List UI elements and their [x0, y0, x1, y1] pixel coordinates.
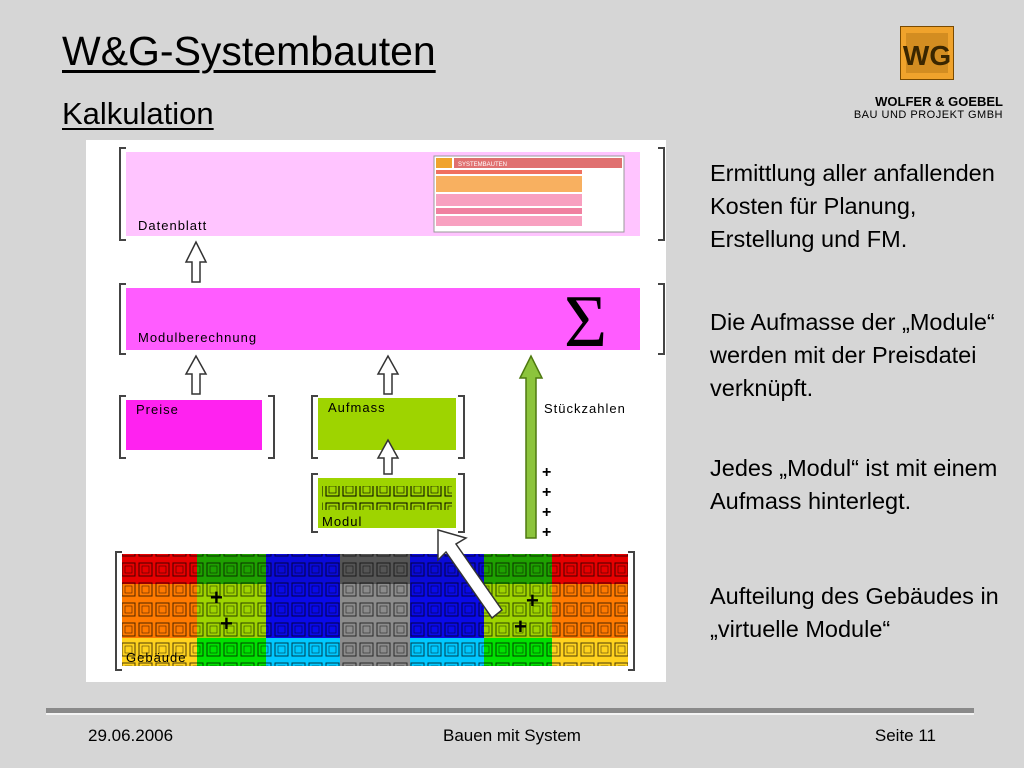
footer-page-number: Seite 11 — [874, 726, 936, 745]
footer-center-text: Bauen mit System — [443, 726, 581, 745]
stueckzahlen-label: Stückzahlen — [544, 401, 626, 416]
aufmass-label: Aufmass — [328, 400, 386, 415]
company-name: WOLFER & GOEBEL — [875, 94, 1003, 109]
svg-text:+: + — [542, 504, 551, 521]
preise-label: Preise — [136, 402, 179, 417]
modul-label: Modul — [322, 514, 362, 529]
svg-text:+: + — [542, 524, 551, 541]
calculation-diagram: Datenblatt SYSTEMBAUTEN Modulberechnung … — [86, 140, 666, 682]
modulberechnung-label: Modulberechnung — [138, 330, 257, 345]
aufmass-block: Aufmass — [311, 395, 465, 459]
datenblatt-block: Datenblatt SYSTEMBAUTEN — [119, 147, 665, 241]
svg-text:+: + — [542, 484, 551, 501]
arrow-up-aufmass — [376, 438, 400, 475]
modul-block: Modul — [311, 473, 465, 533]
page-title: W&G-Systembauten — [62, 28, 436, 74]
text-cost-determination: Ermittlung aller anfallenden Kosten für … — [710, 160, 995, 252]
arrow-up-datenblatt — [184, 240, 208, 283]
footer-divider — [46, 708, 974, 715]
logo-mark-text: WG — [903, 40, 951, 71]
sigma-symbol: Σ — [564, 281, 607, 363]
svg-text:+: + — [526, 588, 539, 613]
svg-text:+: + — [542, 464, 551, 481]
datasheet-thumbnail: SYSTEMBAUTEN — [433, 155, 625, 233]
arrow-grid-to-modul — [437, 529, 504, 620]
company-logo: WG — [900, 26, 954, 80]
gebaeude-plus-markers: + + + + — [210, 585, 539, 639]
arrows-up-modulberechnung — [184, 354, 544, 539]
text-module-aufmass: Jedes „Modul“ ist mit einem Aufmass hint… — [710, 455, 998, 514]
text-module-linking: Die Aufmasse der „Module“ werden mit der… — [710, 309, 995, 401]
svg-text:+: + — [514, 614, 527, 639]
page-subtitle: Kalkulation — [62, 96, 214, 131]
svg-text:+: + — [210, 585, 223, 610]
gebaeude-label: Gebäude — [126, 650, 187, 665]
datenblatt-label: Datenblatt — [138, 218, 207, 233]
company-tagline: BAU UND PROJEKT GMBH — [853, 109, 1003, 121]
datasheet-header: SYSTEMBAUTEN — [458, 162, 507, 168]
gebaeude-block: Gebäude + + + + — [115, 551, 635, 671]
svg-text:+: + — [220, 611, 233, 636]
text-virtual-modules: Aufteilung des Gebäudes in „virtuelle Mo… — [710, 583, 999, 642]
plus-markers: + + + + — [542, 464, 551, 541]
preise-block: Preise — [119, 395, 275, 459]
modulberechnung-block: Modulberechnung Σ — [119, 281, 665, 363]
footer-date: 29.06.2006 — [88, 726, 174, 745]
